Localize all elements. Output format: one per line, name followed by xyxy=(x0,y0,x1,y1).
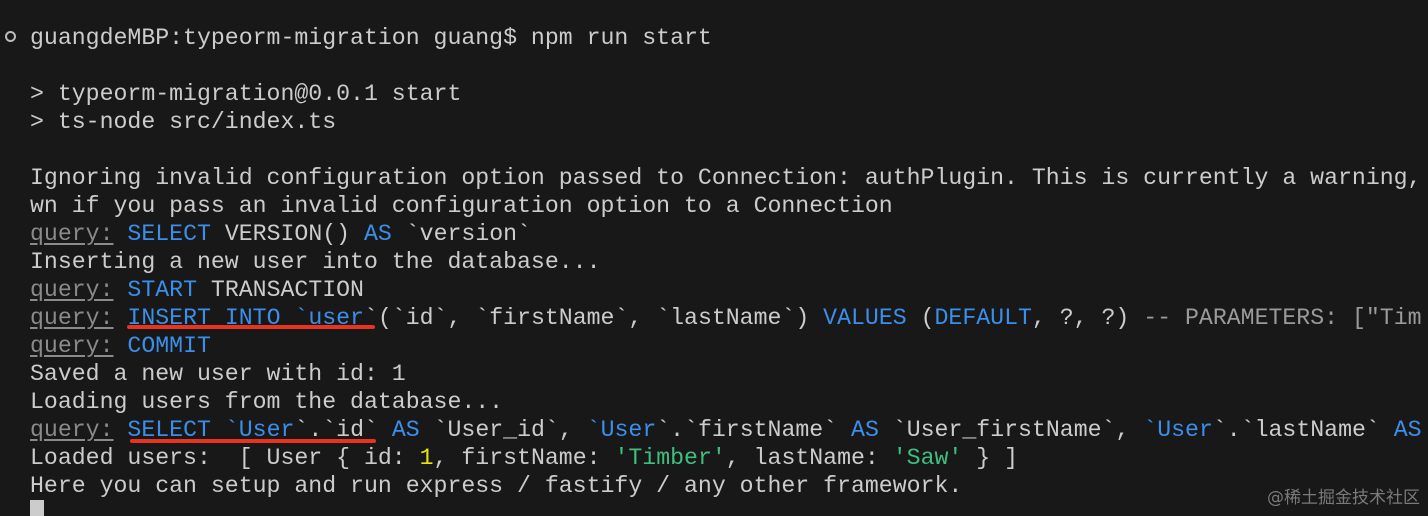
terminal-line: Ignoring invalid configuration option pa… xyxy=(30,164,1422,192)
terminal-line: query: START TRANSACTION xyxy=(30,276,1422,304)
terminal-line: Loaded users: [ User { id: 1, firstName:… xyxy=(30,444,1422,472)
terminal-text: `User_id`, xyxy=(419,417,587,443)
query-label: query: xyxy=(30,305,114,331)
terminal-text: guangdeMBP:typeorm-migration guang$ npm … xyxy=(30,25,712,51)
terminal-text: VERSION() xyxy=(210,221,364,247)
terminal-text: Loaded users: [ User { id: xyxy=(30,445,420,471)
terminal-line: query: COMMIT xyxy=(30,332,1422,360)
terminal-text: ( xyxy=(906,305,935,331)
terminal-text: , firstName: xyxy=(433,445,615,471)
terminal-text xyxy=(114,221,128,247)
terminal-text: , ?, ?) xyxy=(1031,305,1144,331)
terminal-text: wn if you pass an invalid configuration … xyxy=(30,193,893,219)
terminal-text xyxy=(114,417,128,443)
terminal-text: `.`firstName` xyxy=(656,417,852,443)
terminal-line: query: SELECT VERSION() AS `version` xyxy=(30,220,1422,248)
query-label: query: xyxy=(30,417,114,443)
terminal-text: `User xyxy=(1143,417,1213,443)
terminal-line: Loading users from the database... xyxy=(30,388,1422,416)
terminal-text: `version` xyxy=(391,221,531,247)
terminal-line: Here you can setup and run express / fas… xyxy=(30,472,1422,500)
query-label: query: xyxy=(30,333,114,359)
terminal-text: 'Timber' xyxy=(614,445,726,471)
terminal-text: SELECT xyxy=(127,417,211,443)
terminal-line: > typeorm-migration@0.0.1 start xyxy=(30,80,1422,108)
terminal-line: query: INSERT INTO `user`(`id`, `firstNa… xyxy=(30,304,1422,332)
terminal-text: `User xyxy=(224,417,295,443)
terminal-text: COMMIT xyxy=(127,333,211,359)
terminal-text: -- PARAMETERS: ["Tim xyxy=(1143,305,1422,331)
terminal-text: AS xyxy=(363,221,392,247)
terminal-text: Ignoring invalid configuration option pa… xyxy=(30,165,1422,191)
terminal-text: TRANSACTION xyxy=(197,277,364,303)
terminal-text: `User_firstName`, xyxy=(878,417,1144,443)
terminal-text: AS xyxy=(851,417,879,443)
terminal-output[interactable]: guangdeMBP:typeorm-migration guang$ npm … xyxy=(30,24,1422,500)
terminal-text: Saved a new user with id: 1 xyxy=(30,361,406,387)
terminal-cursor xyxy=(30,500,44,516)
terminal-text: > ts-node src/index.ts xyxy=(30,109,337,135)
terminal-text: Loading users from the database... xyxy=(30,389,504,415)
terminal-text: `.`lastName` xyxy=(1212,417,1394,443)
terminal-text: `.`id` xyxy=(294,417,392,443)
terminal-line: query: SELECT `User`.`id` AS `User_id`, … xyxy=(30,416,1422,444)
terminal-text: `(`id`, `firstName`, `lastName`) xyxy=(363,305,824,331)
query-label: query: xyxy=(30,277,114,303)
terminal-text xyxy=(114,305,128,331)
terminal-text: Here you can setup and run express / fas… xyxy=(30,473,963,499)
terminal-line: guangdeMBP:typeorm-migration guang$ npm … xyxy=(30,24,1422,52)
terminal-line: Inserting a new user into the database..… xyxy=(30,248,1422,276)
terminal-text: SELECT xyxy=(127,221,211,247)
terminal-text: 'Saw' xyxy=(892,445,963,471)
terminal-text: AS xyxy=(1393,417,1422,443)
command-status-icon xyxy=(5,31,16,42)
terminal-line: wn if you pass an invalid configuration … xyxy=(30,192,1422,220)
terminal-text: `User xyxy=(586,417,657,443)
terminal-line xyxy=(30,52,1422,80)
query-label: query: xyxy=(30,221,114,247)
terminal-text: > typeorm-migration@0.0.1 start xyxy=(30,81,462,107)
terminal-text: 1 xyxy=(419,445,434,471)
terminal-text: , lastName: xyxy=(725,445,893,471)
terminal-text: START xyxy=(127,277,197,303)
red-underline-annotation xyxy=(127,325,375,329)
red-underline-annotation xyxy=(130,439,376,443)
watermark: @稀土掘金技术社区 xyxy=(1267,488,1420,508)
terminal-text: DEFAULT xyxy=(934,305,1032,331)
terminal-line: > ts-node src/index.ts xyxy=(30,108,1422,136)
terminal-text xyxy=(114,277,128,303)
terminal-text: Inserting a new user into the database..… xyxy=(30,249,601,275)
terminal-text: AS xyxy=(391,417,420,443)
terminal-text xyxy=(114,333,128,359)
terminal-text: } ] xyxy=(962,445,1019,471)
terminal-line: Saved a new user with id: 1 xyxy=(30,360,1422,388)
terminal-text: VALUES xyxy=(823,305,907,331)
terminal-line xyxy=(30,136,1422,164)
